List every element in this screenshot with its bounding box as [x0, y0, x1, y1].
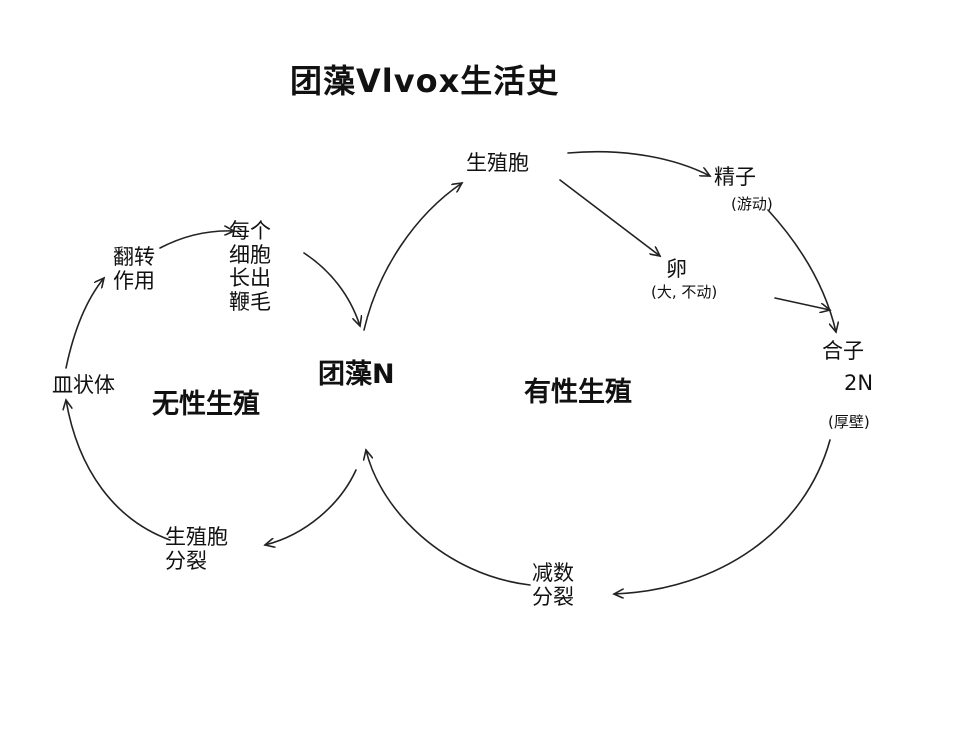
arrow-volvox-to-division — [265, 469, 357, 545]
arrow-volvox-to-gonidium — [363, 183, 462, 331]
arrow-inversion-to-flagella — [159, 231, 234, 249]
arrow-egg-to-zygote — [774, 297, 830, 310]
stage-zygote: 合子 — [822, 339, 864, 363]
stage-inversion: 翻转 作用 — [113, 245, 155, 293]
zygote-ploidy: 2N — [844, 371, 874, 395]
arrow-gonidium-to-sperm — [567, 150, 710, 176]
arrow-sperm-to-zygote — [767, 209, 836, 332]
arrow-bowl-to-inversion — [65, 278, 104, 369]
stage-gonidium-division: 生殖胞 分裂 — [165, 525, 228, 573]
arrow-gonidium-to-egg — [559, 179, 660, 256]
stage-gonidium: 生殖胞 — [466, 151, 529, 175]
stage-egg: 卵 — [666, 257, 687, 281]
arrow-flagella-to-volvox — [303, 252, 360, 326]
sperm-note: (游动) — [731, 195, 773, 213]
egg-note: (大, 不动) — [651, 283, 718, 301]
diagram-title: 团藻Vlvox生活史 — [290, 62, 560, 100]
arrow-meiosis-to-volvox — [366, 450, 531, 586]
asexual-reproduction-label: 无性生殖 — [152, 389, 260, 420]
arrow-zygote-to-meiosis — [614, 439, 831, 594]
stage-meiosis: 减数 分裂 — [532, 561, 574, 609]
zygote-note: (厚壁) — [828, 413, 870, 431]
stage-bowl-shape: 皿状体 — [52, 373, 115, 397]
center-node-volvox: 团藻N — [318, 359, 395, 390]
sexual-reproduction-label: 有性生殖 — [524, 377, 632, 408]
stage-sperm: 精子 — [714, 165, 756, 189]
stage-flagella-growth: 每个 细胞 长出 鞭毛 — [229, 219, 271, 314]
arrow-division-to-bowl — [66, 400, 171, 541]
